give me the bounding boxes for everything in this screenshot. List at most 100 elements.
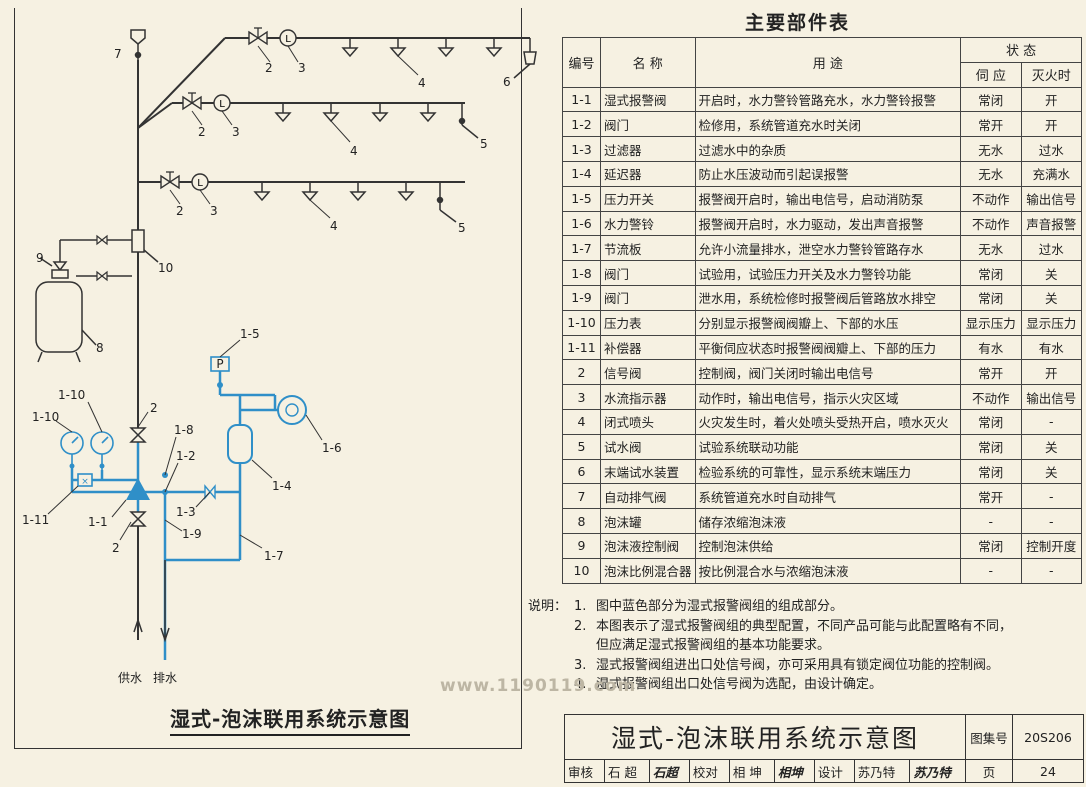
cell-standby: - — [960, 557, 1022, 584]
notes-lead: 说明： — [528, 599, 568, 614]
atlas-number: 20S206 — [1012, 714, 1084, 760]
cell-use: 防止水压波动而引起误报警 — [694, 160, 962, 187]
cell-fire: 开 — [1020, 86, 1083, 113]
note-3: 3. 湿式报警阀组进出口处信号阀，亦可采用具有锁定阀位功能的控制阀。 — [522, 656, 1082, 676]
check-label: 校对 — [688, 759, 730, 783]
notes-section: 说明： 1. 图中蓝色部分为湿式报警阀组的组成部分。 2. 本图表示了湿式报警阀… — [522, 597, 1082, 695]
cell-fire: 关 — [1020, 433, 1083, 460]
label-2-riser-bottom: 2 — [112, 541, 120, 555]
watermark: www.1190119.com — [440, 676, 637, 696]
cell-fire: - — [1020, 557, 1083, 584]
main-riser-pipe — [137, 37, 530, 640]
cell-no: 3 — [562, 384, 601, 410]
system-schematic: L — [22, 27, 537, 685]
label-10: 10 — [158, 261, 173, 275]
cell-use: 控制阀，阀门关闭时输出电信号 — [694, 359, 962, 386]
cell-standby: 不动作 — [960, 185, 1022, 212]
foam-proportioner-10 — [131, 229, 159, 263]
cell-no: 5 — [562, 433, 601, 460]
cell-standby: 常闭 — [960, 260, 1022, 286]
check-name: 相 坤 — [728, 759, 775, 783]
note-line: 湿式报警阀组出口处信号阀为选配，由设计确定。 — [596, 677, 883, 692]
cell-fire: 输出信号 — [1020, 384, 1083, 410]
label-drain: 排水 — [153, 671, 177, 685]
cell-name: 湿式报警阀 — [599, 86, 696, 113]
diagram-title: 湿式-泡沫联用系统示意图 — [170, 703, 411, 736]
branch-pipe-top — [248, 27, 537, 79]
cell-standby: 显示压力 — [960, 309, 1022, 336]
cell-name: 过滤器 — [599, 136, 696, 162]
cell-no: 1-4 — [562, 160, 601, 187]
cell-standby: - — [960, 508, 1022, 534]
header-no: 编号 — [562, 37, 601, 88]
note-line: 本图表示了湿式报警阀组的典型配置，不同产品可能与此配置略有不同， — [596, 618, 1013, 634]
cell-fire: 过水 — [1020, 136, 1083, 162]
cell-fire: - — [1020, 483, 1083, 510]
note-number: 2. — [574, 618, 587, 634]
cell-name: 水流指示器 — [599, 384, 696, 410]
cell-use: 动作时，输出电信号，指示火灾区域 — [694, 384, 962, 410]
foam-line-valve-upper — [96, 235, 108, 245]
review-signature: 石超 — [648, 759, 690, 783]
cell-no: 7 — [562, 483, 601, 510]
header-standby: 伺 应 — [960, 61, 1022, 88]
pressure-switch-symbol: P — [216, 357, 223, 371]
cell-use: 检修用，系统管道充水时关闭 — [694, 111, 962, 138]
cell-name: 泡沫比例混合器 — [599, 557, 696, 584]
design-name: 苏乃特 — [853, 759, 911, 783]
cell-use: 分别显示报警阀阀瓣上、下部的水压 — [694, 309, 962, 336]
cell-use: 系统管道充水时自动排气 — [694, 483, 962, 510]
label-4-mid: 4 — [350, 144, 358, 158]
cell-standby: 常开 — [960, 359, 1022, 386]
check-signature: 相坤 — [773, 759, 815, 783]
cell-fire: 关 — [1020, 284, 1083, 311]
auto-air-vent-7 — [130, 29, 146, 62]
cell-standby: 不动作 — [960, 210, 1022, 237]
label-1-9: 1-9 — [182, 527, 202, 541]
cell-fire: 关 — [1020, 260, 1083, 286]
cell-no: 1-9 — [562, 284, 601, 311]
cell-name: 阀门 — [599, 111, 696, 138]
header-state: 状 态 — [960, 37, 1082, 63]
cell-name: 阀门 — [599, 260, 696, 286]
title-block: 湿式-泡沫联用系统示意图 图集号 20S206 审核 石 超 石超 校对 相 坤… — [564, 714, 1084, 783]
page-label: 页 — [965, 759, 1013, 783]
cell-no: 8 — [562, 508, 601, 534]
note-line: 湿式报警阀组进出口处信号阀，亦可采用具有锁定阀位功能的控制阀。 — [596, 657, 1000, 673]
foam-control-valve-9 — [39, 257, 69, 279]
label-1-10-right: 1-10 — [58, 388, 85, 402]
cell-standby: 无水 — [960, 235, 1022, 262]
foam-line-valve-lower — [96, 271, 108, 281]
cell-name: 闭式喷头 — [599, 408, 696, 435]
label-9: 9 — [36, 251, 44, 265]
cell-name: 自动排气阀 — [599, 483, 696, 510]
cell-no: 1-11 — [562, 334, 601, 361]
label-5-bottom: 5 — [458, 221, 466, 235]
parts-table-subheader-row: 伺 应 灭火时 — [563, 61, 1083, 88]
cell-standby: 有水 — [960, 334, 1022, 361]
supply-drain-arrows — [133, 560, 170, 643]
label-1-3: 1-3 — [176, 505, 196, 519]
parts-table-title: 主要部件表 — [745, 12, 851, 34]
label-8: 8 — [96, 341, 104, 355]
cell-use: 检验系统的可靠性，显示系统末端压力 — [694, 458, 962, 485]
cell-no: 2 — [562, 359, 601, 386]
cell-name: 补偿器 — [599, 334, 696, 361]
cell-standby: 无水 — [960, 160, 1022, 187]
note-4: 4. 湿式报警阀组出口处信号阀为选配，由设计确定。 — [522, 675, 1082, 695]
header-use: 用 途 — [694, 37, 962, 88]
